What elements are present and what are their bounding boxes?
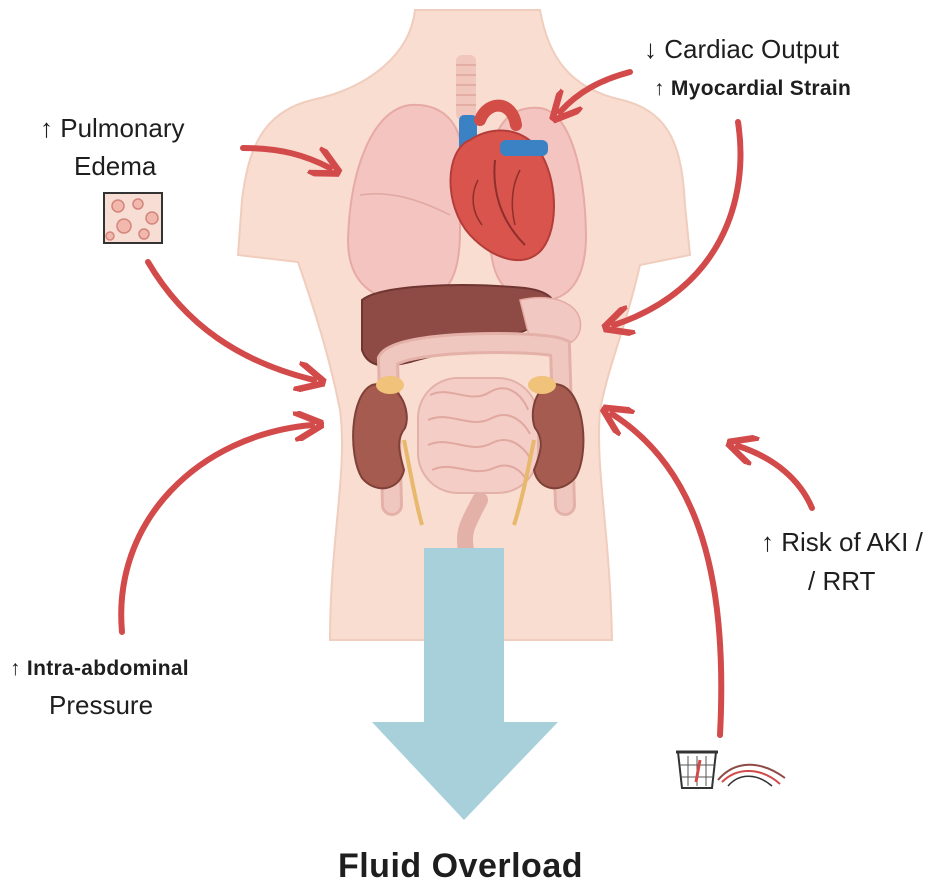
alveoli-icon [104, 193, 162, 243]
diagram-title: Fluid Overload [0, 847, 921, 886]
label-myocardial-strain: ↑ Myocardial Strain [654, 76, 851, 101]
arrow-intra-abdominal-pressure [121, 425, 312, 632]
label-pulmonary-edema-line2: Edema [74, 151, 156, 182]
arrow-vessel-to-abdomen [612, 414, 721, 735]
label-cardiac-output: ↓ Cardiac Output [644, 34, 839, 65]
label-intra-abdominal-line2: Pressure [49, 690, 153, 721]
arrow-aki [738, 446, 812, 508]
label-aki-line2: / RRT [808, 566, 875, 597]
label-aki-line1: ↑ Risk of AKI / [761, 527, 923, 558]
blood-vessel-icon [676, 752, 785, 788]
label-intra-abdominal-line1: ↑ Intra-abdominal [10, 656, 189, 681]
label-pulmonary-edema-line1: ↑ Pulmonary [40, 113, 185, 144]
trachea [456, 55, 476, 120]
arrow-edema-to-abdomen [148, 262, 314, 380]
